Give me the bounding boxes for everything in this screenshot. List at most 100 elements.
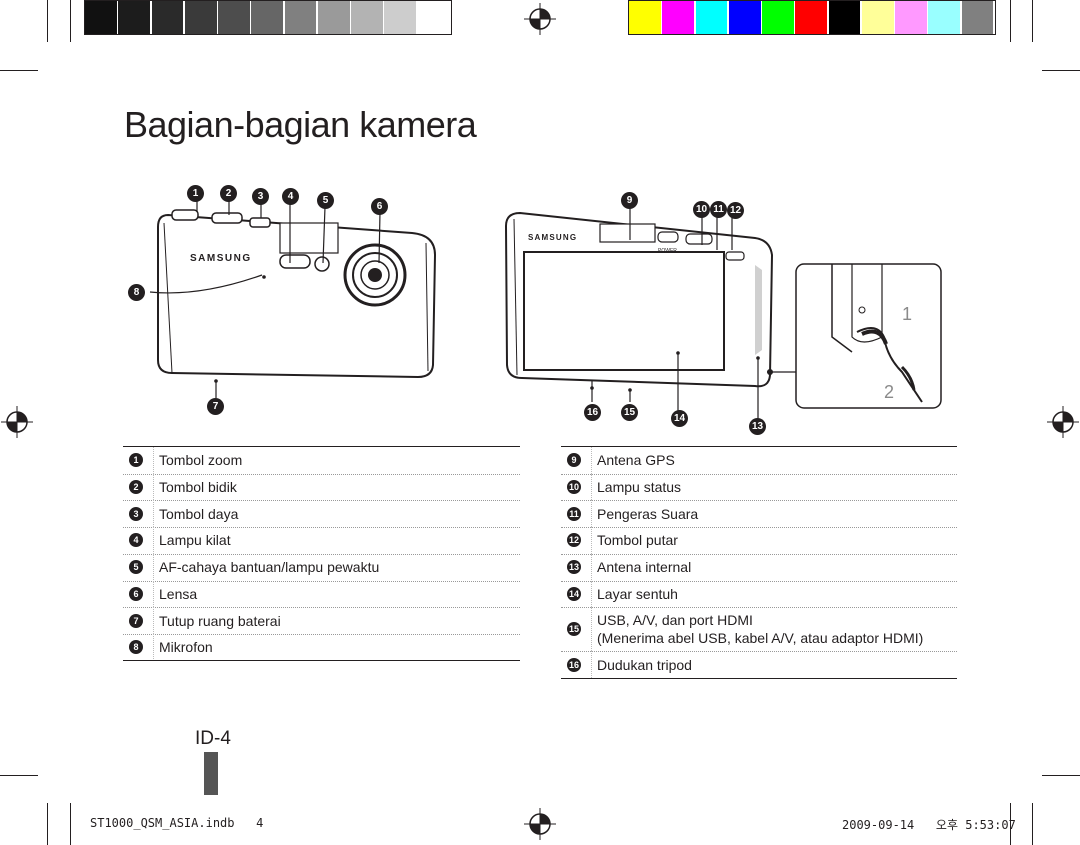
page-title: Bagian-bagian kamera: [124, 104, 477, 145]
legend-divider: [591, 527, 592, 554]
color-swatch-2: [695, 1, 728, 34]
callout-2: 2: [220, 185, 237, 202]
legend-row-separator: [561, 651, 957, 653]
callout-3: 3: [252, 188, 269, 205]
legend-label: Mikrofon: [159, 639, 213, 656]
legend-number-badge: 13: [567, 560, 581, 575]
camera-brand-back: SAMSUNG: [528, 233, 577, 242]
grayscale-swatch-bar: [84, 0, 452, 35]
legend-row-separator: [123, 580, 520, 582]
color-swatch-4: [762, 1, 794, 34]
legend-number-badge: 6: [129, 586, 143, 601]
back-leader-lines: [591, 208, 759, 418]
registration-mark-icon: [524, 808, 556, 840]
legend-divider: [153, 553, 154, 581]
registration-mark-icon: [1, 406, 33, 438]
power-label: POWER: [658, 248, 677, 254]
legend-divider: [153, 527, 154, 554]
legend-divider: [153, 447, 154, 474]
registration-mark-icon: [524, 3, 556, 35]
callout-5: 5: [317, 192, 334, 209]
footer-filename: ST1000_QSM_ASIA.indb 4: [90, 816, 264, 830]
legend-number-badge: 14: [567, 586, 581, 601]
legend-number-badge: 12: [567, 533, 581, 548]
legend-right-row: 14 Layar sentuh: [567, 581, 678, 608]
legend-row-separator: [561, 500, 957, 502]
legend-row-separator: [561, 607, 957, 609]
legend-divider: [153, 607, 154, 634]
legend-label: Layar sentuh: [597, 585, 678, 602]
gray-swatch-5: [251, 1, 284, 34]
legend-divider: [591, 607, 592, 652]
color-swatch-10: [961, 1, 994, 34]
page-tab-marker: [204, 752, 218, 795]
camera-front-illustration: SAMSUNG: [157, 209, 437, 383]
legend-left-row: 1 Tombol zoom: [129, 447, 242, 474]
legend-row-separator: [123, 473, 520, 475]
legend-label: Dudukan tripod: [597, 656, 692, 673]
gray-swatch-8: [351, 1, 383, 34]
footer-datetime: 2009-09-14 오후 5:53:07: [842, 818, 1016, 832]
callout-12: 12: [727, 202, 744, 219]
color-swatch-0: [629, 1, 661, 34]
legend-label: Tombol daya: [159, 505, 239, 522]
legend-label: Tutup ruang baterai: [159, 612, 281, 629]
legend-row-separator: [561, 580, 957, 582]
callout-6: 6: [371, 198, 388, 215]
legend-number-badge: 1: [129, 453, 143, 468]
legend-label: Tombol zoom: [159, 452, 243, 469]
callout-15: 15: [621, 404, 638, 421]
legend-right-row: 12 Tombol putar: [567, 527, 678, 554]
legend-label: Lampu kilat: [159, 532, 231, 549]
legend-row-separator: [561, 473, 957, 475]
legend-row-separator: [123, 553, 520, 555]
legend-row-separator: [123, 633, 520, 635]
legend-number-badge: 2: [129, 480, 143, 495]
legend-divider: [153, 500, 154, 528]
callout-8: 8: [128, 284, 145, 301]
color-swatch-8: [895, 1, 927, 34]
legend-left-row: 7 Tutup ruang baterai: [129, 607, 281, 634]
callout-16: 16: [584, 404, 601, 421]
legend-number-badge: 5: [129, 560, 143, 575]
legend-number-badge: 3: [129, 506, 143, 521]
legend-number-badge: 7: [129, 613, 143, 628]
gray-swatch-3: [184, 1, 217, 34]
legend-label-note: (Menerima abel USB, kabel A/V, atau adap…: [597, 630, 924, 647]
legend-number-badge: 11: [567, 506, 581, 521]
callout-11: 11: [710, 201, 727, 218]
color-swatch-1: [662, 1, 695, 34]
legend-row-separator: [561, 553, 957, 555]
callout-1: 1: [187, 185, 204, 202]
callout-4: 4: [282, 188, 299, 205]
strap-step-1: 1: [902, 304, 912, 324]
gray-swatch-9: [384, 1, 417, 34]
gray-swatch-10: [417, 1, 450, 34]
gray-swatch-6: [284, 1, 317, 34]
strap-detail-illustration: 1 2: [767, 263, 942, 409]
legend-row-separator: [123, 500, 520, 502]
gray-swatch-4: [218, 1, 250, 34]
legend-row-separator: [561, 527, 957, 529]
legend-row-separator: [123, 607, 520, 609]
legend-label: Lensa: [159, 585, 198, 602]
callout-13: 13: [749, 418, 766, 435]
gray-swatch-2: [151, 1, 184, 34]
gray-swatch-0: [85, 1, 117, 34]
legend-divider: [591, 500, 592, 528]
registration-mark-icon: [1047, 406, 1079, 438]
legend-label: USB, A/V, dan port HDMI(Menerima abel US…: [597, 612, 924, 647]
legend-divider: [591, 580, 592, 608]
legend-label: Lampu status: [597, 479, 682, 496]
legend-label: Tombol putar: [597, 532, 678, 549]
gray-swatch-1: [118, 1, 151, 34]
legend-divider: [591, 473, 592, 501]
gray-swatch-7: [317, 1, 350, 34]
